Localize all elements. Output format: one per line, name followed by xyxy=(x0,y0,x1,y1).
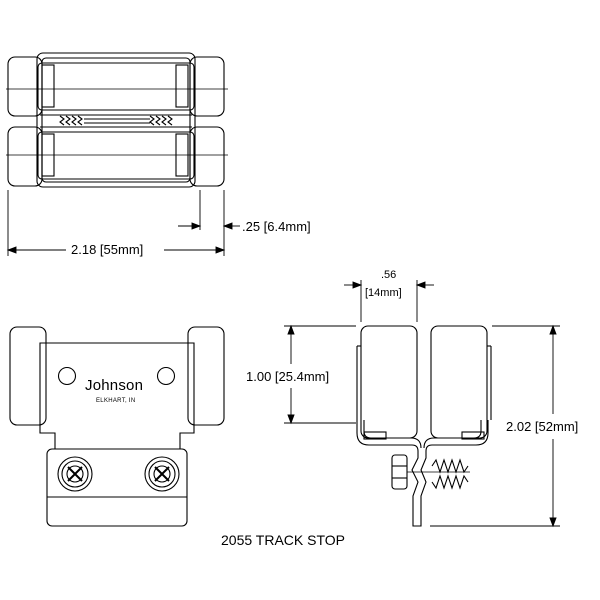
top-view-dimensions xyxy=(6,190,240,256)
dim-gap-inch: .56 xyxy=(381,269,397,281)
side-view-dimensions xyxy=(284,280,560,528)
brand-location: ELKHART, IN xyxy=(96,398,136,404)
dim-end-offset: .25 [6.4mm] xyxy=(242,219,311,234)
dim-body-height: 1.00 [25.4mm] xyxy=(246,369,330,384)
rivet-right xyxy=(156,366,176,386)
dim-overall-height: 2.02 [52mm] xyxy=(506,419,579,434)
dim-gap-mm: [14mm] xyxy=(365,287,402,299)
drawing-title: 2055 TRACK STOP xyxy=(221,532,345,548)
brand-logo: Johnson xyxy=(85,377,144,394)
rivet-left xyxy=(57,366,77,386)
top-view xyxy=(6,52,228,188)
dim-overall-width: 2.18 [55mm] xyxy=(71,242,144,257)
screw-left xyxy=(57,456,93,492)
front-view xyxy=(9,326,225,527)
screw-right xyxy=(144,456,180,492)
side-view xyxy=(356,325,492,527)
